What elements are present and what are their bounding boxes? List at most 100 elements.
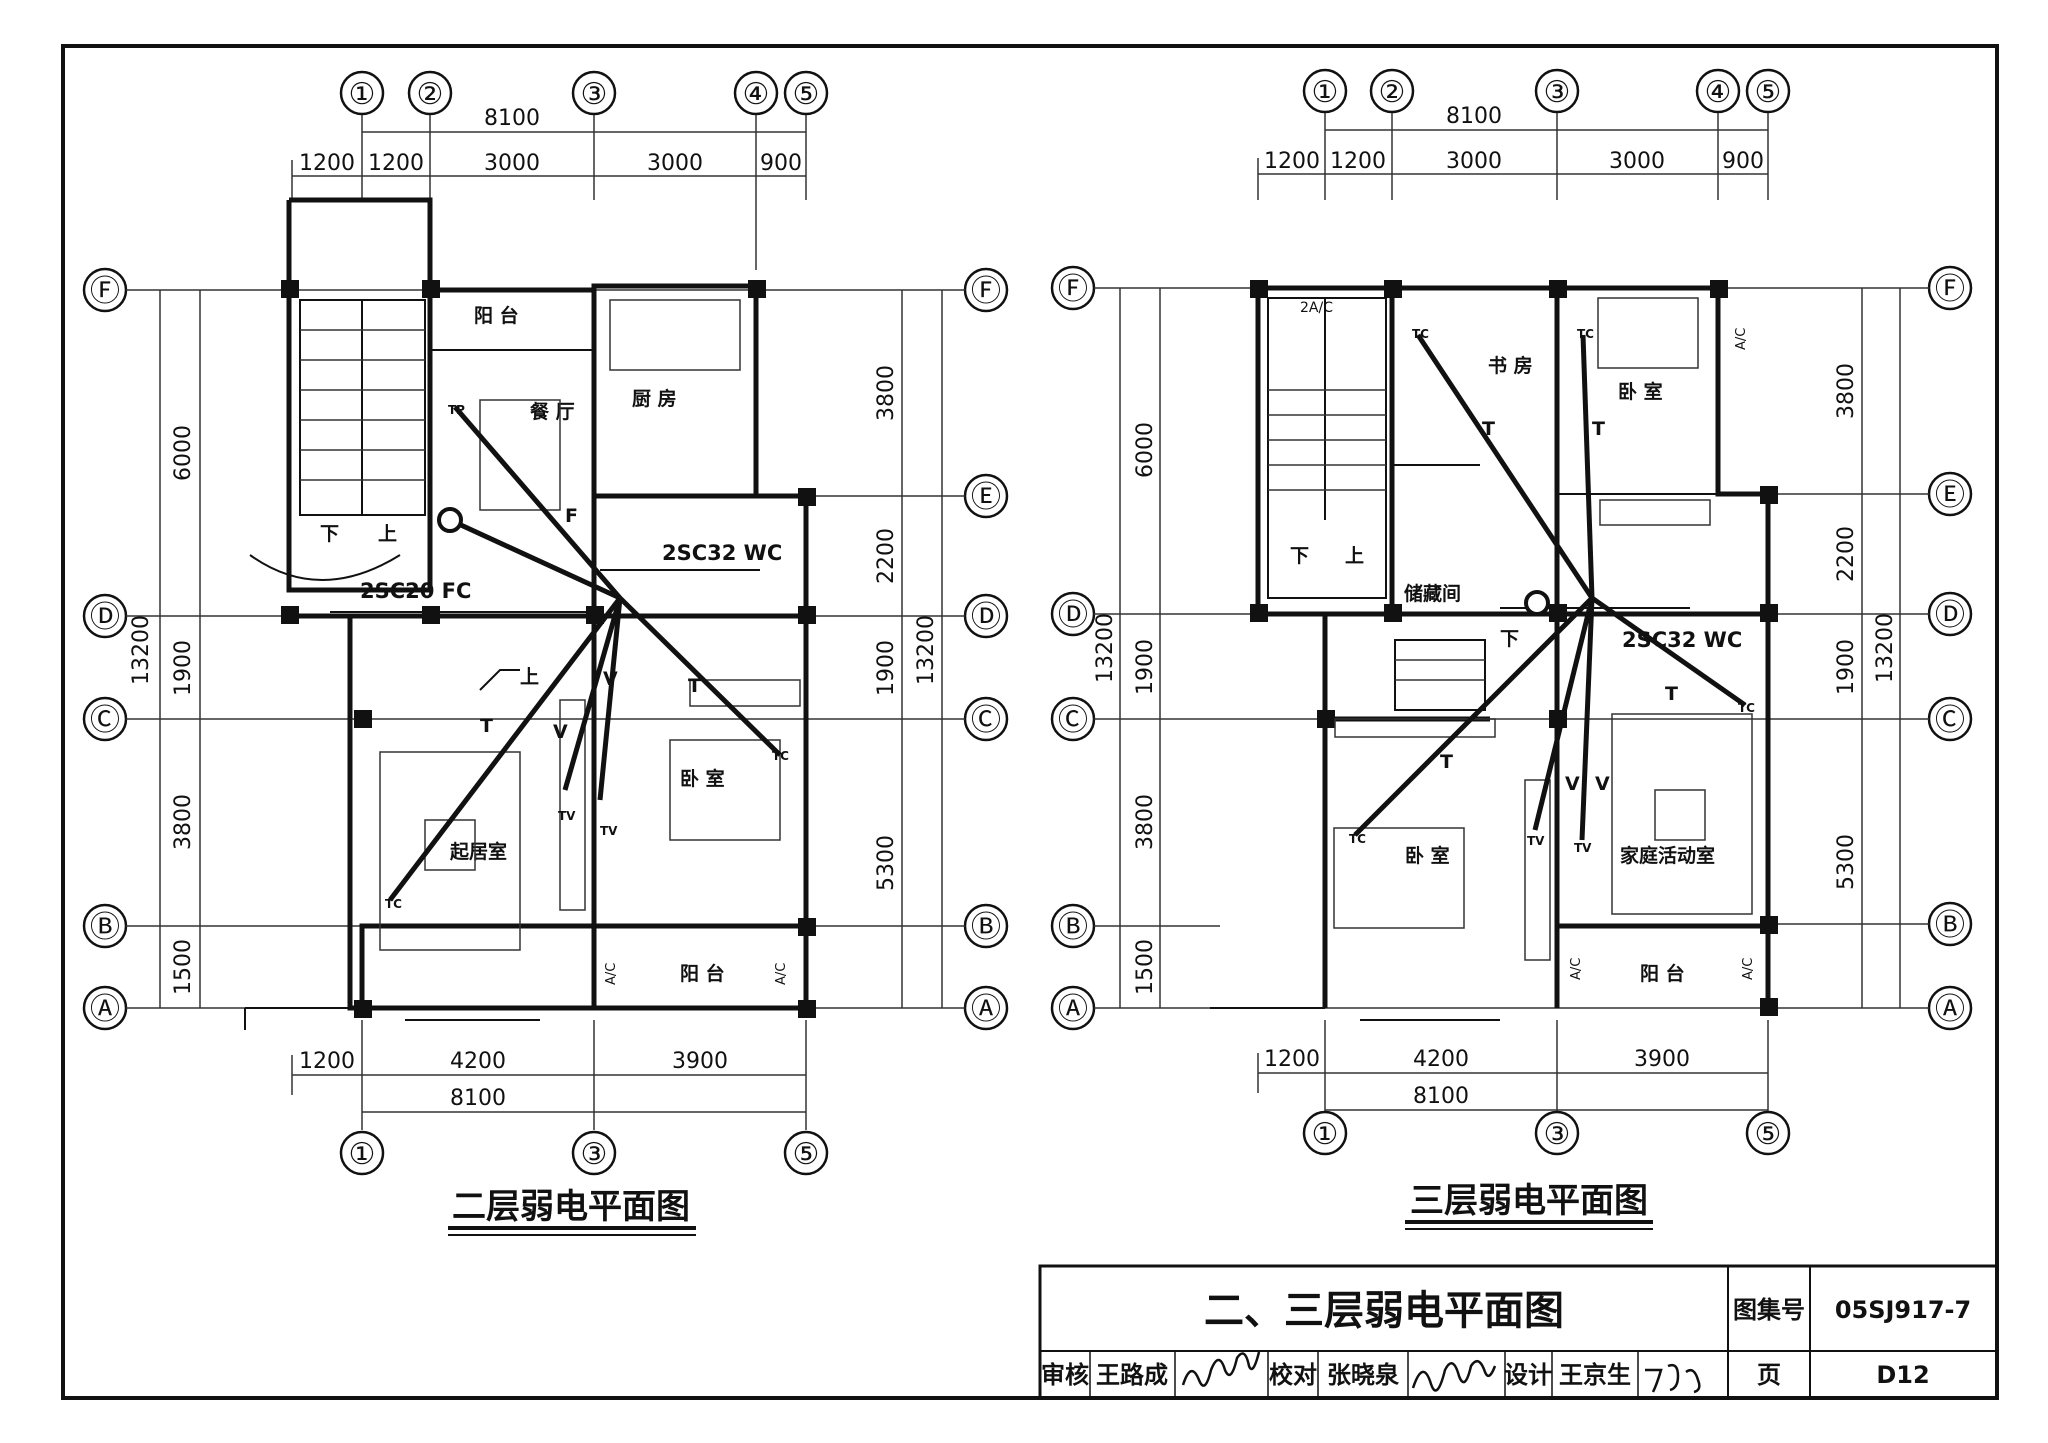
axis-top-4: ④ bbox=[743, 77, 770, 112]
axis-row-C-left: Ⓒ bbox=[1058, 703, 1088, 738]
dim-top-d: 3000 bbox=[647, 151, 703, 176]
dim-right-d: 5300 bbox=[874, 835, 899, 891]
axis-bottom-5: ⑤ bbox=[1755, 1117, 1782, 1152]
tag-tc-study: TC bbox=[1412, 327, 1429, 341]
design-label: 设计 bbox=[1504, 1361, 1552, 1389]
dim-top-d: 3000 bbox=[1609, 149, 1665, 174]
dim-left-d: 1500 bbox=[171, 939, 196, 995]
dim-top-a: 1200 bbox=[1264, 149, 1320, 174]
label-v-1: V bbox=[553, 721, 568, 743]
axis-row-C-left: Ⓒ bbox=[90, 703, 120, 738]
room-bedroom-bottom: 卧 室 bbox=[1405, 844, 1450, 867]
axis-row-A-left: Ⓐ bbox=[1058, 992, 1088, 1027]
label-ac-1: A/C bbox=[604, 963, 619, 985]
label-t-1: T bbox=[480, 715, 493, 737]
checker-name: 张晓泉 bbox=[1327, 1361, 1400, 1389]
tag-tv-1: TV bbox=[558, 809, 576, 823]
room-stair-down: 下 bbox=[1290, 545, 1309, 567]
axis-row-F-right: Ⓕ bbox=[971, 274, 1001, 309]
check-label: 校对 bbox=[1269, 1361, 1317, 1389]
room-balcony-bottom: 阳 台 bbox=[680, 962, 725, 985]
axis-row-C-right: Ⓒ bbox=[1935, 703, 1965, 738]
dim-bottom-b: 4200 bbox=[1413, 1047, 1469, 1072]
dim-top-c: 3000 bbox=[484, 151, 540, 176]
dim-left-d: 1500 bbox=[1133, 939, 1158, 995]
room-stair-down2: 下 bbox=[1500, 628, 1519, 650]
label-v-1: V bbox=[1565, 773, 1580, 795]
label-ac-2: A/C bbox=[1741, 958, 1756, 980]
dim-bottom-c: 3900 bbox=[672, 1049, 728, 1074]
sheet-border bbox=[61, 44, 1999, 1400]
title-block: 二、三层弱电平面图 图集号 05SJ917-7 页 D12 审核 王路成 校对 … bbox=[1038, 1264, 1999, 1400]
room-stair-up: 上 bbox=[378, 523, 397, 545]
axis-row-A-right: Ⓐ bbox=[1935, 992, 1965, 1027]
axis-row-F-left: Ⓕ bbox=[1058, 272, 1088, 307]
axis-top-2: ② bbox=[1379, 75, 1406, 110]
room-stair-up2: 上 bbox=[520, 666, 539, 688]
page-number: D12 bbox=[1876, 1361, 1929, 1389]
label-v-2: V bbox=[1595, 773, 1610, 795]
axis-row-E-right: Ⓔ bbox=[971, 480, 1001, 515]
dim-right-c: 1900 bbox=[1834, 639, 1859, 695]
dim-top-e: 900 bbox=[760, 151, 802, 176]
dim-left-a: 6000 bbox=[171, 425, 196, 481]
dim-right-b: 2200 bbox=[1834, 526, 1859, 582]
dim-bottom-total: 8100 bbox=[1413, 1084, 1469, 1109]
label-v-2: V bbox=[603, 668, 618, 690]
page-label: 页 bbox=[1757, 1361, 1781, 1389]
room-bedroom: 卧 室 bbox=[680, 767, 725, 790]
label-ac-1: A/C bbox=[1569, 958, 1584, 980]
room-balcony-top: 阳 台 bbox=[474, 304, 519, 327]
axis-bottom-3: ③ bbox=[1544, 1117, 1571, 1152]
dim-left-c: 3800 bbox=[1133, 794, 1158, 850]
axis-row-D-right: Ⓓ bbox=[1935, 598, 1965, 633]
axis-bottom-3: ③ bbox=[581, 1137, 608, 1172]
axis-row-A-left: Ⓐ bbox=[90, 992, 120, 1027]
axis-top-2: ② bbox=[417, 77, 444, 112]
dim-left-b: 1900 bbox=[1133, 639, 1158, 695]
plan-right-title: 三层弱电平面图 bbox=[1410, 1181, 1648, 1221]
label-2sc20-fc: 2SC20 FC bbox=[360, 579, 471, 603]
dim-left-total: 13200 bbox=[1093, 613, 1118, 683]
axis-row-B-left: Ⓑ bbox=[90, 910, 120, 945]
dim-top-a: 1200 bbox=[299, 151, 355, 176]
atlas-label: 图集号 bbox=[1733, 1296, 1805, 1324]
dim-bottom-b: 4200 bbox=[450, 1049, 506, 1074]
room-stair-down: 下 bbox=[320, 523, 339, 545]
room-dining: 餐 厅 bbox=[530, 400, 575, 423]
axis-row-A-right: Ⓐ bbox=[971, 992, 1001, 1027]
plan-left-title: 二层弱电平面图 bbox=[452, 1187, 690, 1227]
dim-bottom-total: 8100 bbox=[450, 1086, 506, 1111]
tag-tv-2: TV bbox=[600, 824, 618, 838]
tag-tc-bedroom: TC bbox=[772, 749, 789, 763]
designer-name: 王京生 bbox=[1559, 1361, 1631, 1389]
label-2ac-top: 2A/C bbox=[1300, 300, 1333, 316]
axis-row-F-left: Ⓕ bbox=[90, 274, 120, 309]
axis-row-D-left: Ⓓ bbox=[1058, 598, 1088, 633]
designer-signature bbox=[1645, 1363, 1701, 1394]
tag-tc-living: TC bbox=[385, 897, 402, 911]
sheet-main-title: 二、三层弱电平面图 bbox=[1204, 1288, 1564, 1334]
dim-bottom-a: 1200 bbox=[299, 1049, 355, 1074]
plan-3rd-floor: ① ② ③ ④ ⑤ 8100 1200 1200 3000 3000 900 Ⓕ… bbox=[1050, 68, 1973, 1230]
dim-top-b: 1200 bbox=[1330, 149, 1386, 174]
dim-top-total: 8100 bbox=[1446, 104, 1502, 129]
dim-right-b: 2200 bbox=[874, 528, 899, 584]
room-stair-up: 上 bbox=[1345, 545, 1364, 567]
atlas-number: 05SJ917-7 bbox=[1835, 1296, 1971, 1324]
axis-bottom-1: ① bbox=[1312, 1117, 1339, 1152]
label-2sc32-wc: 2SC32 WC bbox=[1622, 628, 1742, 652]
dim-left-b: 1900 bbox=[171, 640, 196, 696]
reviewer-signature bbox=[1181, 1351, 1261, 1387]
label-2sc32-wc: 2SC32 WC bbox=[662, 541, 782, 565]
axis-top-5: ⑤ bbox=[1755, 75, 1782, 110]
dim-top-c: 3000 bbox=[1446, 149, 1502, 174]
room-living: 起居室 bbox=[449, 840, 507, 863]
label-t-2: T bbox=[688, 675, 701, 697]
tag-tc-bedroom-bottom: TC bbox=[1349, 832, 1366, 846]
checker-signature bbox=[1411, 1359, 1497, 1392]
tag-tp: TP bbox=[448, 403, 465, 417]
axis-top-3: ③ bbox=[1544, 75, 1571, 110]
room-family: 家庭活动室 bbox=[1620, 844, 1715, 867]
dim-top-e: 900 bbox=[1722, 149, 1764, 174]
